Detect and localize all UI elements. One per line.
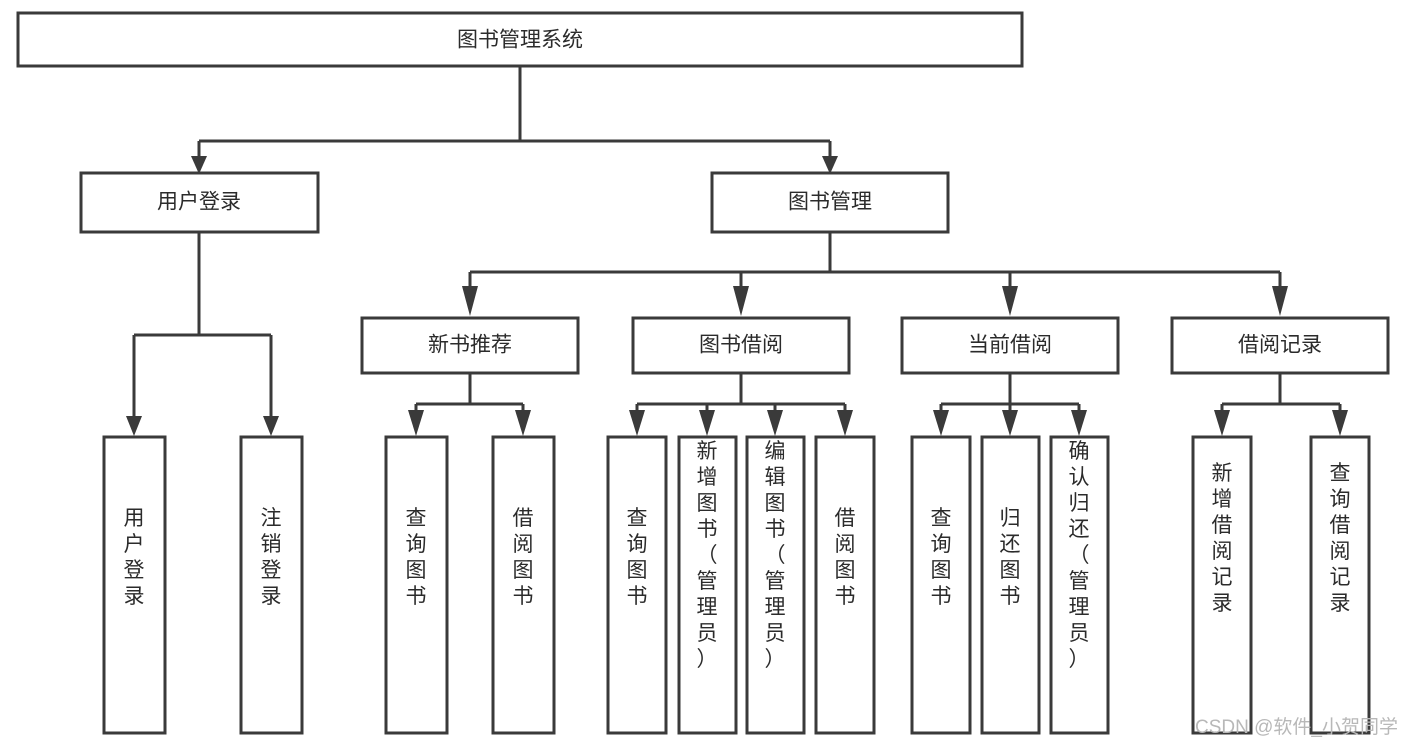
- node-new-book-recommend-box[interactable]: [360, 316, 580, 375]
- node-new-book-recommend[interactable]: 新书推荐: [360, 316, 580, 375]
- arrow-to-leaf-borrow-book-1: [515, 410, 531, 436]
- node-leaf-user-login-label: 用户登录: [124, 507, 145, 608]
- node-leaf-borrow-book-2-box[interactable]: [814, 435, 876, 735]
- node-leaf-user-login[interactable]: 用户登录: [102, 435, 167, 735]
- node-leaf-query-book-1-box[interactable]: [384, 435, 449, 735]
- node-borrow-record[interactable]: 借阅记录: [1170, 316, 1390, 375]
- arrow-to-user-login: [191, 156, 207, 174]
- node-current-borrow[interactable]: 当前借阅: [900, 316, 1120, 375]
- node-borrow-record-box[interactable]: [1170, 316, 1390, 375]
- node-book-management-box[interactable]: [710, 171, 950, 234]
- csdn-watermark: CSDN @软件_小贺同学: [1195, 716, 1398, 738]
- node-new-book-recommend-label: 新书推荐: [428, 334, 512, 357]
- arrow-to-leaf-borrow-book-2: [837, 410, 853, 436]
- node-leaf-query-book-3-box[interactable]: [910, 435, 972, 735]
- node-leaf-query-book-1[interactable]: 查询图书: [384, 435, 449, 735]
- node-leaf-confirm-return-label: 确认归还（管理员）: [1069, 440, 1090, 671]
- node-leaf-logout-label: 注销登录: [261, 507, 282, 608]
- node-leaf-query-record-label: 查询借阅记录: [1330, 462, 1351, 615]
- node-leaf-add-book-label: 新增图书（管理员）: [697, 440, 718, 671]
- node-leaf-return-book-box[interactable]: [980, 435, 1041, 735]
- node-leaf-confirm-return-box[interactable]: [1049, 435, 1110, 735]
- node-leaf-edit-book-label: 编辑图书（管理员）: [765, 440, 786, 671]
- arrow-to-leaf-query-book-1: [408, 410, 424, 436]
- node-leaf-confirm-return[interactable]: 确认归还（管理员）: [1049, 435, 1110, 735]
- node-leaf-user-login-box[interactable]: [102, 435, 167, 735]
- node-book-management[interactable]: 图书管理: [710, 171, 950, 234]
- arrow-to-leaf-add-book: [699, 410, 715, 436]
- node-leaf-borrow-book-1-box[interactable]: [491, 435, 556, 735]
- node-current-borrow-label: 当前借阅: [968, 334, 1052, 357]
- arrow-to-leaf-edit-book: [767, 410, 783, 436]
- node-leaf-query-book-2-label: 查询图书: [627, 507, 648, 608]
- node-leaf-logout[interactable]: 注销登录: [239, 435, 304, 735]
- node-leaf-return-book[interactable]: 归还图书: [980, 435, 1041, 735]
- node-user-login[interactable]: 用户登录: [79, 171, 320, 234]
- node-leaf-query-record-box[interactable]: [1309, 435, 1371, 735]
- arrow-to-leaf-query-record: [1332, 410, 1348, 436]
- node-leaf-borrow-book-1-label: 借阅图书: [513, 507, 534, 608]
- arrow-to-borrow-record: [1272, 286, 1288, 316]
- node-book-borrow-box[interactable]: [631, 316, 851, 375]
- node-leaf-add-book-box[interactable]: [677, 435, 738, 735]
- arrow-to-new-book-recommend: [462, 286, 478, 316]
- node-book-management-label: 图书管理: [788, 191, 872, 214]
- connector-layer: [126, 66, 1348, 436]
- node-leaf-borrow-book-2[interactable]: 借阅图书: [814, 435, 876, 735]
- node-leaf-query-book-2-box[interactable]: [606, 435, 668, 735]
- node-leaf-query-book-1-label: 查询图书: [406, 507, 427, 608]
- node-book-borrow[interactable]: 图书借阅: [631, 316, 851, 375]
- node-leaf-query-book-2[interactable]: 查询图书: [606, 435, 668, 735]
- arrow-to-leaf-query-book-2: [629, 410, 645, 436]
- node-leaf-add-book[interactable]: 新增图书（管理员）: [677, 435, 738, 735]
- arrow-to-current-borrow: [1002, 286, 1018, 316]
- node-user-login-box[interactable]: [79, 171, 320, 234]
- node-leaf-logout-box[interactable]: [239, 435, 304, 735]
- node-leaf-query-book-3-label: 查询图书: [931, 507, 952, 608]
- node-leaf-edit-book-box[interactable]: [745, 435, 806, 735]
- arrow-to-leaf-add-record: [1214, 410, 1230, 436]
- arrow-to-leaf-user-login: [126, 416, 142, 436]
- node-user-login-label: 用户登录: [157, 191, 241, 214]
- node-current-borrow-box[interactable]: [900, 316, 1120, 375]
- arrow-to-book-management: [822, 156, 838, 174]
- node-leaf-add-record[interactable]: 新增借阅记录: [1191, 435, 1253, 735]
- arrow-to-leaf-logout: [263, 416, 279, 436]
- node-root[interactable]: 图书管理系统: [16, 11, 1024, 68]
- node-borrow-record-label: 借阅记录: [1238, 334, 1322, 357]
- arrow-to-leaf-return-book: [1002, 410, 1018, 436]
- node-book-borrow-label: 图书借阅: [699, 334, 783, 357]
- node-leaf-query-book-3[interactable]: 查询图书: [910, 435, 972, 735]
- node-root-label: 图书管理系统: [457, 29, 583, 52]
- node-leaf-query-record[interactable]: 查询借阅记录: [1309, 435, 1371, 735]
- node-leaf-borrow-book-1[interactable]: 借阅图书: [491, 435, 556, 735]
- node-root-box[interactable]: [16, 11, 1024, 68]
- arrow-to-leaf-query-book-3: [933, 410, 949, 436]
- arrow-to-book-borrow: [733, 286, 749, 316]
- node-leaf-add-record-box[interactable]: [1191, 435, 1253, 735]
- node-leaf-borrow-book-2-label: 借阅图书: [835, 507, 856, 608]
- node-leaf-add-record-label: 新增借阅记录: [1212, 462, 1233, 615]
- arrow-to-leaf-confirm-return: [1071, 410, 1087, 436]
- node-leaf-return-book-label: 归还图书: [1000, 507, 1021, 608]
- node-leaf-edit-book[interactable]: 编辑图书（管理员）: [745, 435, 806, 735]
